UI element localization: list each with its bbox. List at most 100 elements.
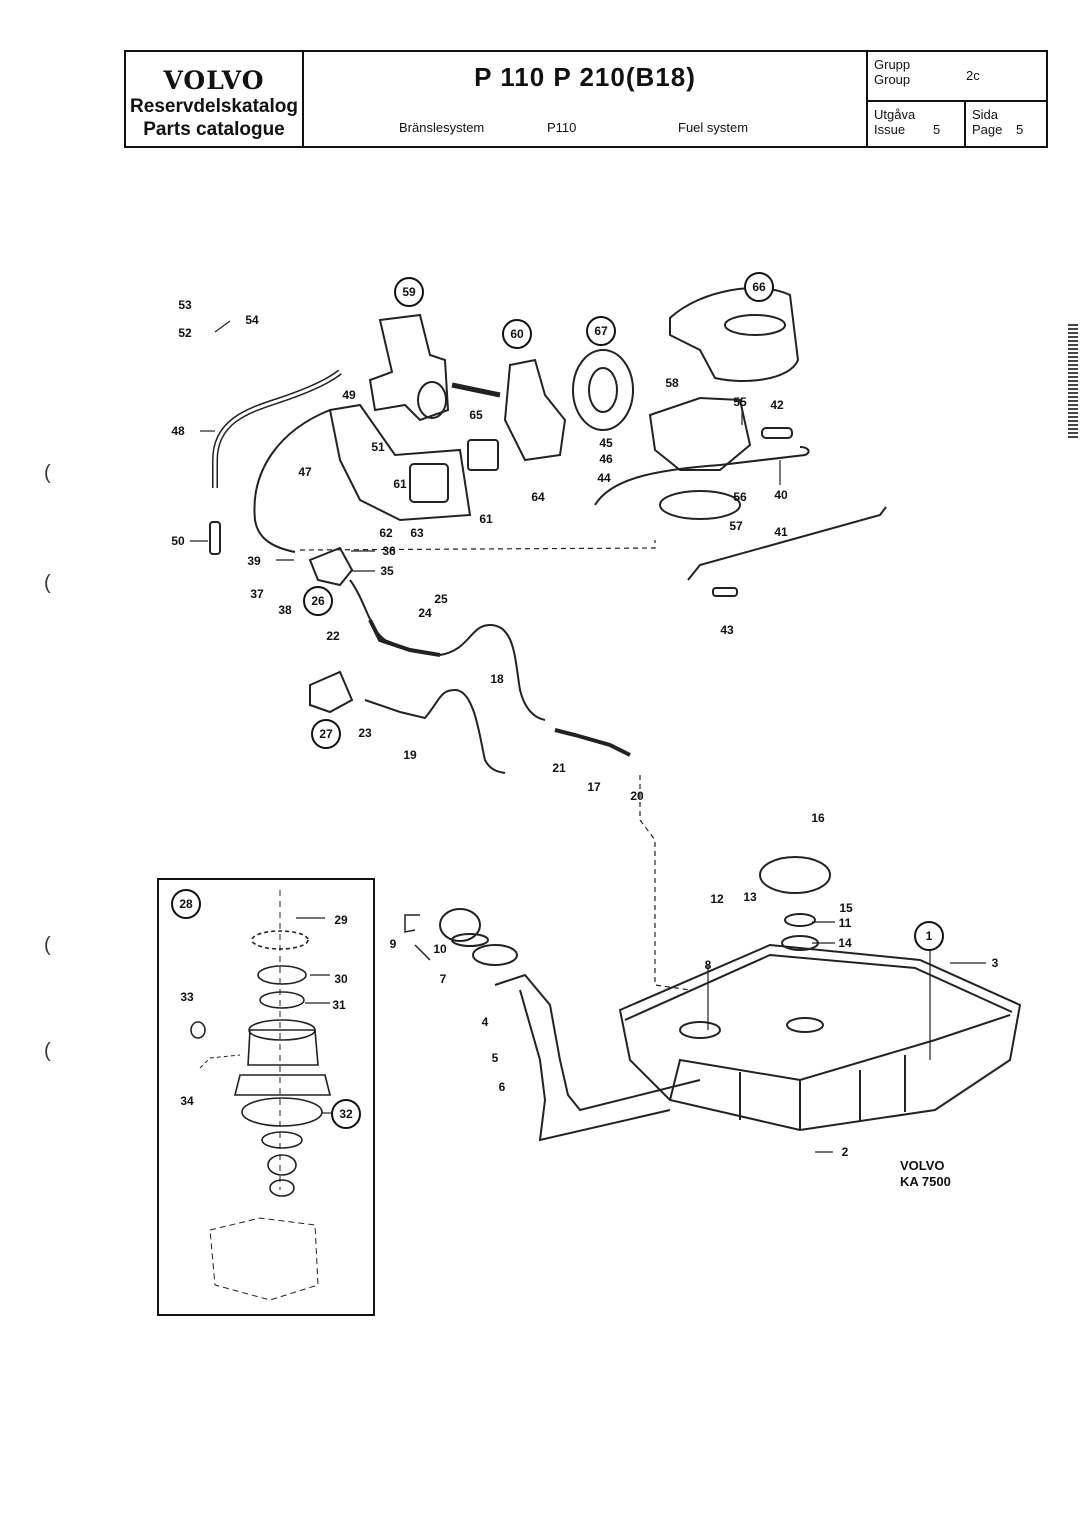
part-callout: 42	[770, 398, 784, 412]
part-callout: 52	[178, 326, 192, 340]
circled-part-32: 32	[331, 1099, 361, 1129]
fuel-line-41	[687, 506, 887, 581]
circled-part-1: 1	[914, 921, 944, 951]
hose-48-inner	[213, 370, 341, 488]
part-callout: 45	[599, 436, 613, 450]
margin-mark: (	[44, 462, 51, 484]
part-callout: 2	[841, 1145, 849, 1159]
fuel-line-19	[364, 688, 506, 774]
fuel-line-upper	[299, 540, 656, 551]
part-callout: 48	[171, 424, 185, 438]
part-callout: 19	[403, 748, 417, 762]
part-callout: 33	[180, 990, 194, 1004]
margin-mark: (	[44, 934, 51, 956]
page-value: 5	[1016, 122, 1024, 137]
part-callout: 21	[552, 761, 566, 775]
part-callout: 58	[665, 376, 679, 390]
catalog-header: VOLVO Reservdelskatalog Parts catalogue …	[124, 50, 1048, 148]
fuel-pump-26	[308, 546, 354, 587]
fuel-line-18	[439, 623, 546, 721]
fuel-tank-1	[618, 943, 1022, 1132]
part-callout: 43	[720, 623, 734, 637]
circled-part-67: 67	[586, 316, 616, 346]
meta-block: Grupp Group 2c Utgåva Issue 5 Sida Page …	[868, 52, 1048, 146]
issue-label-en: Issue	[874, 122, 906, 137]
part-callout: 23	[358, 726, 372, 740]
group-label-sv: Grupp	[874, 57, 911, 72]
part-callout: 63	[410, 526, 424, 540]
part-callout: 17	[587, 780, 601, 794]
circled-part-66: 66	[744, 272, 774, 302]
tank-cap-16	[759, 856, 831, 894]
part-callout: 56	[733, 490, 747, 504]
part-callout: 64	[531, 490, 545, 504]
group-label-en: Group	[874, 72, 911, 87]
margin-mark: (	[44, 1040, 51, 1062]
circled-part-27: 27	[311, 719, 341, 749]
filler-neck	[494, 973, 701, 1142]
part-callout: 4	[481, 1015, 489, 1029]
part-callout: 34	[180, 1094, 194, 1108]
part-callout: 25	[434, 592, 448, 606]
intake-manifold	[328, 403, 472, 522]
part-callout: 7	[439, 972, 447, 986]
fuel-pump-27	[309, 670, 354, 714]
part-callout: 11	[838, 916, 852, 930]
part-callout: 3	[991, 956, 999, 970]
carburettor-right	[648, 396, 752, 471]
air-cleaner-66	[669, 287, 800, 382]
part-callout: 38	[278, 603, 292, 617]
margin-mark: (	[44, 572, 51, 594]
part-callout: 30	[334, 972, 348, 986]
part-callout: 10	[433, 942, 447, 956]
part-callout: 36	[382, 544, 396, 558]
catalog-title-en: Parts catalogue	[143, 119, 285, 140]
catalog-title-sv: Reservdelskatalog	[130, 96, 298, 117]
model-title: P 110 P 210(B18)	[474, 62, 696, 92]
circled-part-28: 28	[171, 889, 201, 919]
part-callout: 29	[334, 913, 348, 927]
part-callout: 16	[811, 811, 825, 825]
part-callout: 61	[479, 512, 493, 526]
issue-label-sv: Utgåva	[874, 107, 916, 122]
part-callout: 57	[729, 519, 743, 533]
part-callout: 54	[245, 313, 259, 327]
part-callout: 55	[733, 395, 747, 409]
meta-divider	[964, 100, 966, 146]
page-label-sv: Sida	[972, 107, 999, 122]
hose-50	[209, 521, 221, 555]
footer-brand: VOLVO	[900, 1158, 945, 1173]
fuel-line-47	[253, 409, 331, 553]
part-callout: 47	[298, 465, 312, 479]
fuel-line-22	[368, 619, 441, 657]
subtitle-model: P110	[547, 120, 577, 135]
circled-part-26: 26	[303, 586, 333, 616]
part-callout: 46	[599, 452, 613, 466]
circled-part-60: 60	[502, 319, 532, 349]
part-callout: 39	[247, 554, 261, 568]
air-filter-67	[572, 349, 634, 431]
hose-48	[212, 369, 342, 488]
subtitle-en: Fuel system	[678, 120, 749, 135]
bracket-9	[404, 914, 431, 961]
part-callout: 20	[630, 789, 644, 803]
part-callout: 40	[774, 488, 788, 502]
tank-feed-line	[639, 775, 691, 991]
fuel-pump-inset	[157, 878, 375, 1316]
part-callout: 13	[743, 890, 757, 904]
part-callout: 14	[838, 936, 852, 950]
fuel-line-17	[554, 728, 631, 757]
part-callout: 31	[332, 998, 346, 1012]
part-callout: 44	[597, 471, 611, 485]
part-callout: 53	[178, 298, 192, 312]
footer-code: KA 7500	[900, 1174, 951, 1189]
part-callout: 41	[774, 525, 788, 539]
part-callout: 62	[379, 526, 393, 540]
part-callout: 37	[250, 587, 264, 601]
drawing-reference: VOLVO KA 7500	[900, 1158, 951, 1190]
part-callout: 49	[342, 388, 356, 402]
carburettor-59	[368, 313, 450, 422]
part-callout: 65	[469, 408, 483, 422]
carburettor-60	[503, 358, 567, 462]
page-label-en: Page	[972, 122, 1003, 137]
